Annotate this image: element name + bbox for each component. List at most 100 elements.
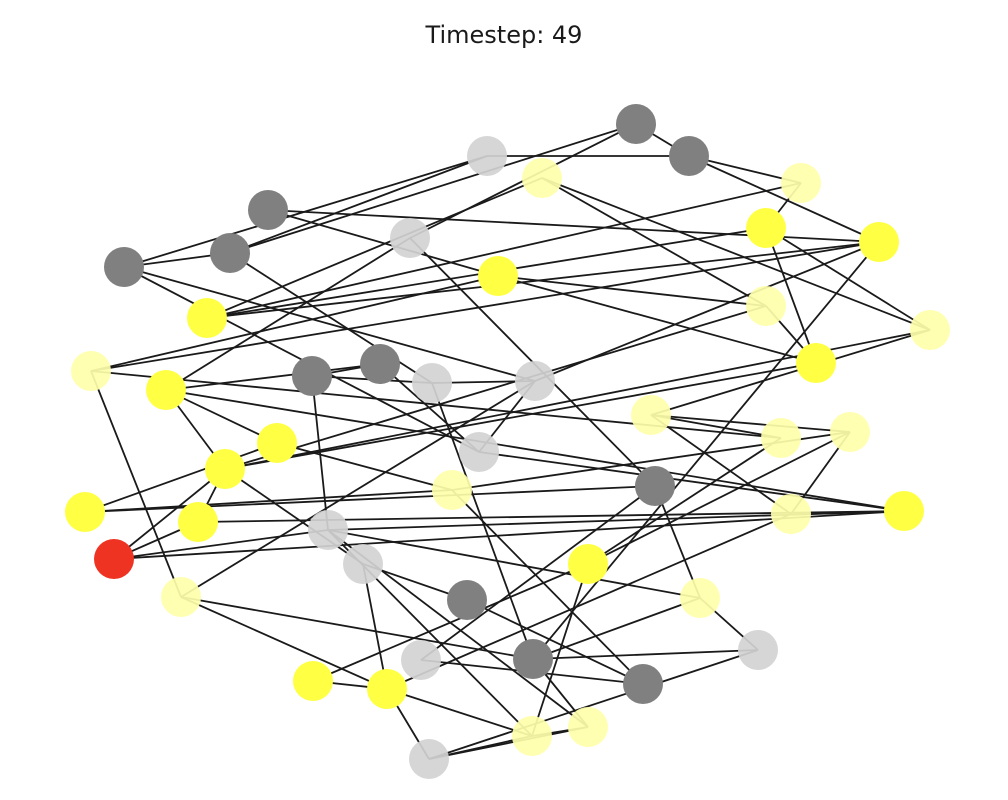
edge-n24-n37 — [587, 437, 782, 565]
node-n12-yellow — [478, 256, 518, 296]
edge-n1-n10 — [229, 123, 637, 254]
node-n24-yellow-faded — [761, 418, 801, 458]
edge-n16-n28 — [224, 362, 817, 470]
edge-n22-n41 — [180, 380, 536, 598]
edge-n18-n26 — [379, 363, 480, 453]
node-n34-yellow — [178, 502, 218, 542]
node-n7-yellow — [746, 208, 786, 248]
node-n9-gray-faded — [390, 218, 430, 258]
edge-n29-n46 — [451, 489, 644, 685]
node-n18-gray — [360, 344, 400, 384]
edge-n39-n46 — [466, 599, 644, 685]
edge-n20-n27 — [165, 389, 278, 444]
node-n19-gray — [292, 356, 332, 396]
edge-n12-n17 — [90, 275, 499, 372]
node-n31-yellow — [65, 492, 105, 532]
node-n25-yellow-faded — [830, 412, 870, 452]
edge-n42-n50 — [428, 649, 759, 760]
node-n39-gray — [447, 580, 487, 620]
edge-n28-n38 — [224, 468, 364, 565]
node-n5-yellow-faded — [522, 158, 562, 198]
node-n33-yellow — [884, 491, 924, 531]
edge-n6-n12 — [267, 209, 499, 277]
edge-n23-n24 — [650, 414, 782, 439]
edge-n8-n15 — [206, 241, 880, 319]
edge-n5-n14 — [541, 177, 931, 331]
edge-n27-n29 — [276, 442, 453, 491]
node-n21-gray-faded — [412, 363, 452, 403]
edge-n26-n33 — [478, 451, 905, 512]
edge-n5-n15 — [206, 177, 543, 319]
edge-n5-n13 — [541, 177, 767, 307]
edge-n20-n33 — [165, 389, 905, 512]
edge-n11-n22 — [123, 266, 536, 382]
node-n40-yellow-faded — [680, 578, 720, 618]
node-layer — [65, 104, 950, 779]
edge-n3-n15 — [206, 182, 802, 319]
edge-n8-n17 — [90, 241, 880, 372]
node-n3-yellow-faded — [781, 163, 821, 203]
node-n37-yellow — [568, 544, 608, 584]
node-n4-gray-faded — [467, 136, 507, 176]
edge-n4-n10 — [229, 155, 488, 254]
node-n2-gray — [669, 136, 709, 176]
node-n48-yellow-faded — [568, 707, 608, 747]
node-n11-gray — [104, 247, 144, 287]
node-n14-yellow-faded — [910, 310, 950, 350]
edge-n35-n36 — [113, 529, 329, 560]
node-n6-gray — [248, 190, 288, 230]
node-n1-gray — [616, 104, 656, 144]
edge-n12-n13 — [497, 275, 767, 307]
edge-n7-n16 — [765, 227, 817, 364]
node-n13-yellow-faded — [746, 286, 786, 326]
chart-title: Timestep: 49 — [425, 21, 583, 49]
edge-n8-n43 — [532, 241, 880, 660]
node-n27-yellow — [257, 423, 297, 463]
node-n36-red — [94, 539, 134, 579]
edge-n25-n37 — [587, 431, 851, 565]
node-n23-yellow-faded — [631, 395, 671, 435]
node-n42-gray-faded — [738, 630, 778, 670]
node-n38-gray-faded — [343, 544, 383, 584]
edge-n2-n8 — [688, 155, 880, 243]
node-n26-gray-faded — [459, 432, 499, 472]
edge-n41-n43 — [180, 596, 534, 660]
node-n15-yellow — [187, 298, 227, 338]
node-n10-gray — [210, 233, 250, 273]
edge-n30-n31 — [84, 485, 656, 513]
edge-n41-n47 — [180, 596, 388, 690]
edge-n33-n35 — [327, 510, 905, 531]
node-n29-yellow-faded — [432, 470, 472, 510]
edge-n9-n20 — [165, 237, 411, 391]
edge-n37-n44 — [312, 563, 589, 682]
node-n47-yellow — [367, 669, 407, 709]
node-n35-gray-faded — [308, 510, 348, 550]
edge-n12-n16 — [497, 275, 817, 364]
node-n41-yellow-faded — [161, 577, 201, 617]
node-n49-yellow-faded — [512, 716, 552, 756]
node-n50-gray-faded — [409, 739, 449, 779]
edge-n27-n31 — [84, 442, 278, 513]
edge-n13-n28 — [224, 305, 767, 470]
node-n46-gray — [623, 664, 663, 704]
node-n16-yellow — [796, 343, 836, 383]
node-n45-gray-faded — [401, 640, 441, 680]
node-n44-yellow — [293, 661, 333, 701]
edge-layer — [84, 123, 931, 760]
edge-n42-n43 — [532, 649, 759, 660]
edge-n35-n40 — [327, 529, 701, 599]
edge-n18-n20 — [165, 363, 381, 391]
edge-n17-n41 — [90, 370, 182, 598]
node-n17-yellow-faded — [71, 351, 111, 391]
edge-n23-n32 — [650, 414, 792, 515]
node-n22-gray-faded — [515, 361, 555, 401]
edge-n32-n47 — [386, 513, 792, 690]
edge-n10-n21 — [229, 252, 433, 384]
node-n8-yellow — [859, 222, 899, 262]
edge-n28-n36 — [113, 468, 226, 560]
edge-n30-n40 — [654, 485, 701, 599]
edge-n40-n43 — [532, 597, 701, 660]
node-n32-yellow-faded — [771, 494, 811, 534]
edge-n38-n47 — [362, 563, 388, 690]
